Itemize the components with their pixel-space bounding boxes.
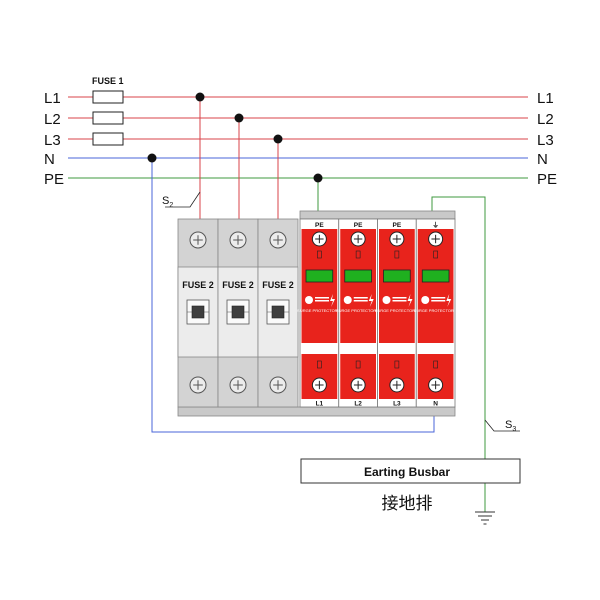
spd-bottom-label: L2 [354,401,362,408]
spd-brand-text: SURGE PROTECTOR [297,308,337,313]
lightning-icon [330,294,335,307]
s2-annotation: S2 [162,191,201,209]
spd-brand-text: SURGE PROTECTOR [375,308,415,313]
brand-logo-icon [382,296,407,304]
terminal-screw-icon [389,231,405,247]
spd-top-bar [299,210,456,220]
fuse2-label: FUSE 2 [262,280,294,290]
bus-label-left-l2: L2 [44,111,61,128]
fuse2-module: FUSE 2 [257,218,299,408]
s3-label: S3 [505,419,516,433]
lightning-icon [407,294,413,307]
status-window-icon [383,269,411,283]
fuse2-module: FUSE 2 [177,218,219,408]
junction-dot-l3 [273,134,283,144]
fuse2-module: FUSE 2 [217,218,259,408]
fuse2-label: FUSE 2 [182,280,214,290]
spd-brand-text: SURGE PROTECTOR [413,308,453,313]
bus-label-right-l1: L1 [537,90,554,107]
spd-module: PE SURGE PROTECTOR L1 [297,218,340,408]
bus-label-right-n: N [537,151,548,168]
terminal-screw-icon [189,231,207,249]
spd-bottom-label: N [433,401,438,408]
bus-label-right-pe: PE [537,171,557,188]
spd-module: ⏚ SURGE PROTECTOR N [413,218,456,408]
terminal-screw-icon [311,377,327,393]
spd-module: PE SURGE PROTECTOR L3 [375,218,417,408]
terminal-screw-icon [269,376,287,394]
fuse-cartridge-icon [271,305,285,319]
bus-label-right-l3: L3 [537,132,554,149]
terminal-screw-icon [428,231,444,247]
brand-logo-icon [421,296,446,304]
spd-top-label: PE [354,222,363,229]
bus-label-left-n: N [44,151,55,168]
fuse1-symbol-l3 [92,132,124,146]
lightning-icon [446,294,452,307]
fuse1-label: FUSE 1 [92,76,124,86]
wire-n-tap [151,158,435,433]
junction-dot-l2 [234,113,244,123]
junction-dot-l1 [195,92,205,102]
s3-annotation: S3 [484,419,520,433]
bus-label-left-l3: L3 [44,132,61,149]
spd-bottom-label: L3 [393,401,401,408]
terminal-screw-icon [229,231,247,249]
spd-top-label: PE [315,222,324,229]
terminal-screw-icon [350,231,366,247]
earth-ground-icon [475,511,495,525]
terminal-screw-icon [311,231,327,247]
earthing-busbar [300,458,521,484]
junction-dot-n [147,153,157,163]
fuse1-symbol-l1 [92,90,124,104]
s2-label: S2 [162,195,173,209]
bus-label-left-pe: PE [44,171,64,188]
terminal-screw-icon [389,377,405,393]
tap-wires [151,97,486,512]
junction-dot-pe [313,173,323,183]
status-window-icon [305,269,334,283]
bus-label-left-l1: L1 [44,90,61,107]
spd-top-label: PE [393,222,402,229]
busbar-chinese-label: 接地排 [382,494,433,513]
spd-module: PE SURGE PROTECTOR L2 [336,218,378,408]
bus-label-right-l2: L2 [537,111,554,128]
terminal-screw-icon [189,376,207,394]
wire-s3-ground [431,196,486,512]
terminal-screw-icon [350,377,366,393]
din-rail-base [177,406,456,417]
terminal-screw-icon [269,231,287,249]
fuse-cartridge-icon [191,305,205,319]
status-window-icon [344,269,372,283]
bus-lines [68,96,528,179]
brand-logo-icon [305,296,329,304]
spd-bottom-label: L1 [316,401,324,408]
lightning-icon [368,294,374,307]
fuse2-label: FUSE 2 [222,280,254,290]
fuse2-block: FUSE 2 FUSE 2 FUSE 2 [177,218,299,408]
fuse-cartridge-icon [231,305,245,319]
status-window-icon [421,269,450,283]
terminal-screw-icon [428,377,444,393]
busbar-label: Earting Busbar [364,465,450,479]
spd-top-label: ⏚ [432,221,439,229]
terminal-screw-icon [229,376,247,394]
fuse1-symbols [92,90,124,146]
spd-brand-text: SURGE PROTECTOR [336,308,376,313]
fuse1-symbol-l2 [92,111,124,125]
brand-logo-icon [343,296,368,304]
